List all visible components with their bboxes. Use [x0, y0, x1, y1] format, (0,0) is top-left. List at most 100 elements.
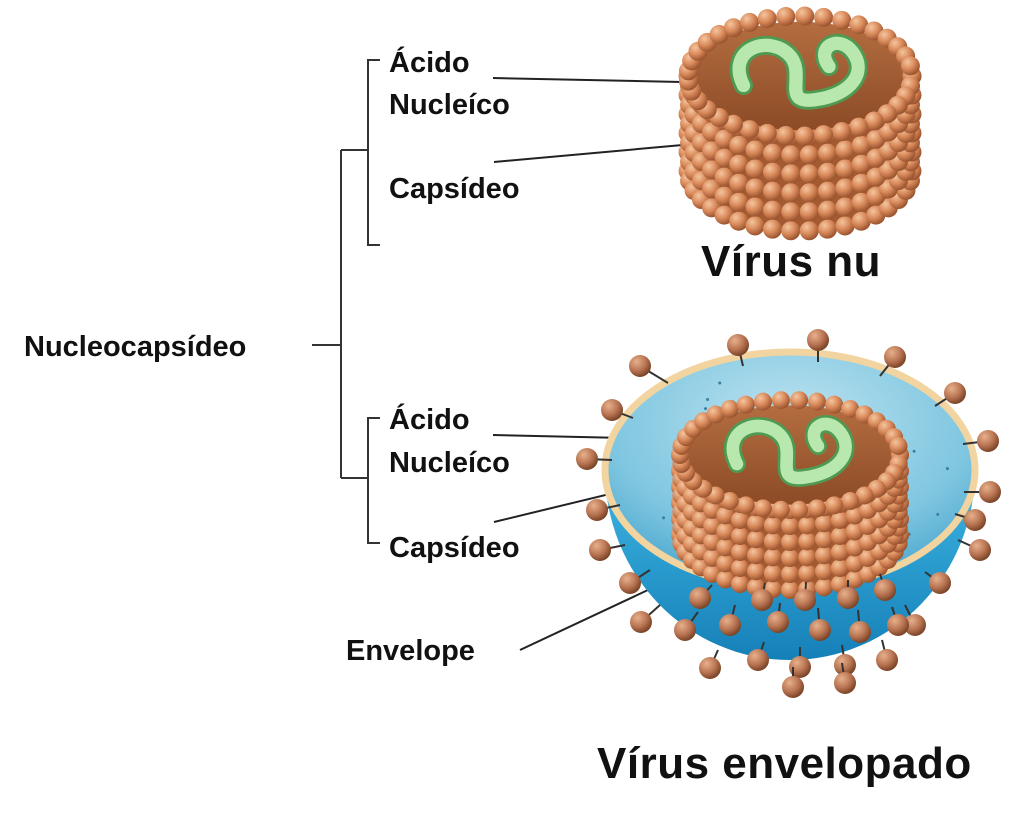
capsomere: [798, 548, 816, 566]
glycoprotein-spike: [601, 399, 623, 421]
capsomere: [798, 516, 816, 534]
glycoprotein-spike: [929, 572, 951, 594]
glycoprotein-spike: [874, 579, 896, 601]
capsomere: [815, 578, 833, 596]
capsomere: [841, 492, 859, 510]
capsomere: [746, 197, 765, 216]
capsomere: [815, 546, 833, 564]
glycoprotein-spike: [767, 611, 789, 633]
capsomere: [776, 7, 795, 26]
glycoprotein-spike: [834, 672, 856, 694]
capsomere: [729, 193, 748, 212]
capsomere: [849, 118, 868, 137]
capsomere: [754, 393, 772, 411]
glycoprotein-spike: [884, 346, 906, 368]
capsomere: [835, 159, 854, 178]
naked-nucleic-acid-label-line1: Ácido: [389, 42, 470, 84]
capsomere: [815, 562, 833, 580]
envelope-speck: [706, 398, 709, 401]
glycoprotein-spike: [807, 329, 829, 351]
capsomere: [808, 393, 826, 411]
glycoprotein-spike: [794, 589, 816, 611]
envelope-speck: [718, 382, 721, 385]
glycoprotein-spike: [849, 621, 871, 643]
capsomere: [835, 216, 854, 235]
glycoprotein-spike: [751, 589, 773, 611]
capsomere: [758, 9, 777, 28]
capsomere: [740, 13, 759, 32]
glycoprotein-spike: [576, 448, 598, 470]
glycoprotein-spike: [944, 382, 966, 404]
envelope-speck: [662, 516, 665, 519]
envelope-label: Envelope: [346, 630, 475, 672]
capsomere: [818, 201, 837, 220]
capsomere: [835, 197, 854, 216]
naked-nucleic-acid-label-line2: Nucleíco: [389, 84, 510, 126]
capsomere: [731, 559, 749, 577]
capsomere: [800, 183, 819, 202]
capsomere: [776, 126, 795, 145]
capsomere: [832, 11, 851, 30]
capsomere: [781, 533, 799, 551]
capsomere: [781, 164, 800, 183]
capsomere: [763, 144, 782, 163]
glycoprotein-spike: [887, 614, 909, 636]
capsomere: [790, 501, 808, 519]
capsomere: [729, 174, 748, 193]
capsomere: [729, 212, 748, 231]
capsomere: [764, 548, 782, 566]
capsomere: [764, 516, 782, 534]
capsomere: [729, 136, 748, 155]
glycoprotein-spike: [589, 539, 611, 561]
capsomere: [781, 549, 799, 567]
glycoprotein-spike: [674, 619, 696, 641]
glycoprotein-spike: [699, 657, 721, 679]
capsomere: [747, 530, 765, 548]
capsomere: [808, 499, 826, 517]
glycoprotein-spike: [837, 587, 859, 609]
capsomere: [747, 546, 765, 564]
capsomere: [746, 216, 765, 235]
envelope-speck: [946, 467, 949, 470]
glycoprotein-spike: [876, 649, 898, 671]
capsomere: [763, 201, 782, 220]
enveloped-nucleic-acid-label-line1: Ácido: [389, 399, 470, 441]
envelope-speck: [913, 450, 916, 453]
capsomere: [737, 396, 755, 414]
glycoprotein-spike: [689, 587, 711, 609]
capsomere: [754, 499, 772, 517]
capsomere: [740, 120, 759, 139]
envelope-speck: [936, 513, 939, 516]
glycoprotein-spike: [969, 539, 991, 561]
capsomere: [764, 532, 782, 550]
capsomere: [763, 182, 782, 201]
capsomere: [781, 145, 800, 164]
glycoprotein-spike: [630, 611, 652, 633]
capsomere: [758, 124, 777, 143]
glycoprotein-spike: [782, 676, 804, 698]
capsomere: [835, 140, 854, 159]
capsomere: [825, 396, 843, 414]
glycoprotein-spike: [964, 509, 986, 531]
capsomere: [795, 7, 814, 26]
capsomere: [800, 145, 819, 164]
capsomere: [818, 163, 837, 182]
capsomere: [731, 543, 749, 561]
capsomere: [746, 140, 765, 159]
capsomere: [731, 527, 749, 545]
capsomere: [731, 575, 749, 593]
glycoprotein-spike: [586, 499, 608, 521]
naked-capsid-label: Capsídeo: [389, 168, 520, 210]
capsomere: [781, 183, 800, 202]
naked-virus-title: Vírus nu: [701, 236, 881, 288]
capsomere: [746, 178, 765, 197]
enveloped-virus-illustration: [576, 329, 1001, 698]
capsomere: [729, 155, 748, 174]
capsomere: [781, 565, 799, 583]
capsomere: [814, 8, 833, 27]
capsomere: [800, 202, 819, 221]
glycoprotein-spike: [809, 619, 831, 641]
glycoprotein-spike: [727, 334, 749, 356]
capsomere: [835, 178, 854, 197]
